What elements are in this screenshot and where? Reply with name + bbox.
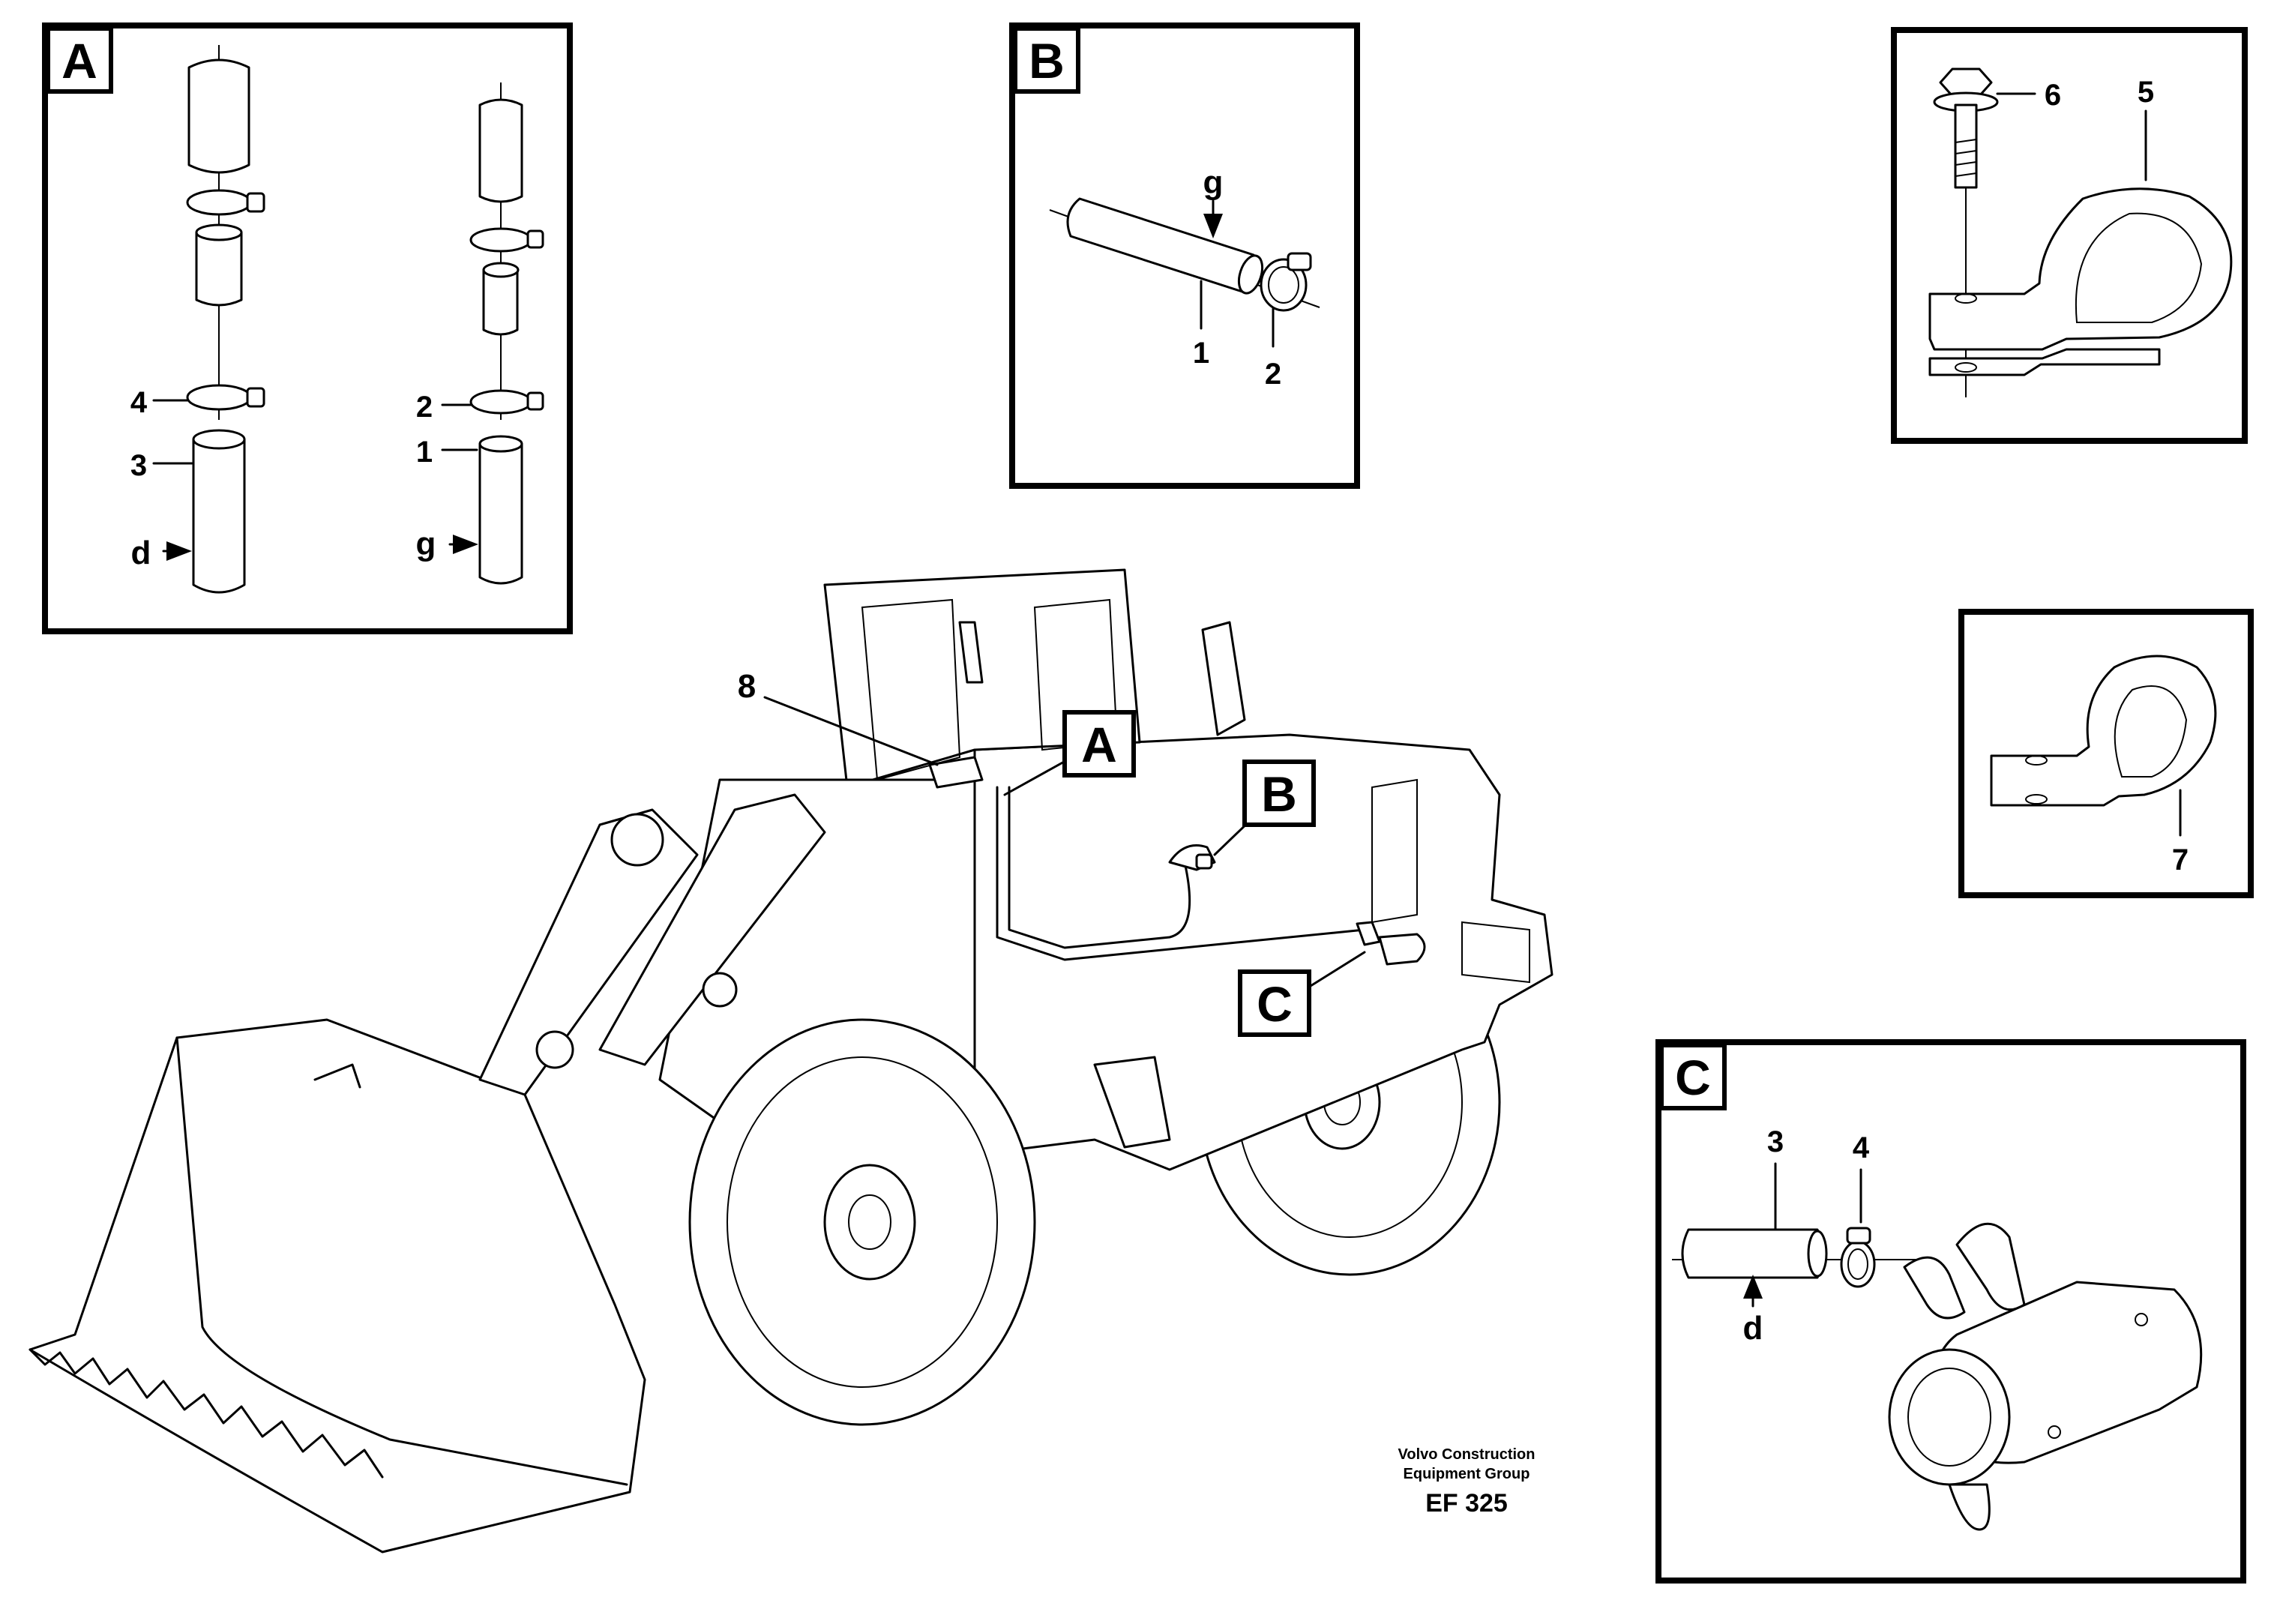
panel-c: C 3 4 d (1655, 1039, 2246, 1584)
front-wheel (688, 1018, 1036, 1426)
clip-7-icon (1990, 655, 2217, 807)
label-c-flow-d: d (1743, 1310, 1763, 1347)
label-dir-d: d (131, 535, 151, 571)
label-hose-1: 1 (416, 436, 433, 469)
label-b-hose-1: 1 (1193, 337, 1209, 370)
panel-a: A 4 3 d (42, 22, 573, 634)
callout-tag-b-letter: B (1261, 766, 1297, 822)
company-line-2: Equipment Group (1404, 1466, 1530, 1482)
lift-arm (478, 808, 699, 1096)
label-c-clamp-4: 4 (1853, 1131, 1870, 1164)
label-clamp-2: 2 (416, 391, 433, 424)
callout-tag-c (1238, 969, 1311, 1037)
bucket (28, 1018, 646, 1554)
hose-assembly-right (469, 82, 544, 585)
callout-tag-a (1062, 710, 1136, 778)
panel-clip-top: 6 5 (1891, 27, 2248, 444)
hose-assembly-left (186, 45, 265, 594)
panel-b-letter: B (1029, 33, 1065, 88)
company-line-1: Volvo Construction (1398, 1446, 1535, 1463)
panel-a-letter: A (61, 33, 97, 88)
panel-c-letter: C (1675, 1050, 1711, 1105)
label-b-clamp-2: 2 (1265, 358, 1281, 391)
label-dir-g: g (416, 526, 436, 562)
panel-a-tag (46, 26, 113, 94)
label-c-hose-3: 3 (1767, 1125, 1784, 1158)
panel-b: B g 1 2 (1009, 22, 1360, 489)
label-clip-7: 7 (2172, 843, 2189, 876)
exhaust-stack (1201, 621, 1246, 736)
wheel-loader-illustration (28, 568, 1553, 1554)
label-clip-5: 5 (2138, 76, 2154, 109)
hose-3-icon (1681, 1228, 1825, 1279)
callout-tag-c-letter: C (1257, 976, 1293, 1032)
figure-code: EF 325 (1425, 1489, 1508, 1518)
pipe-fitting-icon (1888, 1222, 2203, 1531)
label-b-flow-g: g (1203, 164, 1224, 201)
panel-clip-mid: 7 (1958, 609, 2254, 898)
label-clamp-4: 4 (130, 386, 148, 419)
callout-8: 8 (738, 668, 756, 705)
flange-screw-icon (1933, 67, 1999, 397)
label-screw-6: 6 (2045, 79, 2061, 112)
heater-hose-route (996, 786, 1366, 961)
callout-tag-b (1242, 760, 1316, 827)
panel-c-tag (1659, 1043, 1727, 1110)
panel-b-tag (1013, 26, 1080, 94)
label-hose-3: 3 (130, 449, 147, 482)
callout-tag-a-letter: A (1081, 717, 1117, 772)
rubber-clip-icon (1928, 187, 2233, 376)
